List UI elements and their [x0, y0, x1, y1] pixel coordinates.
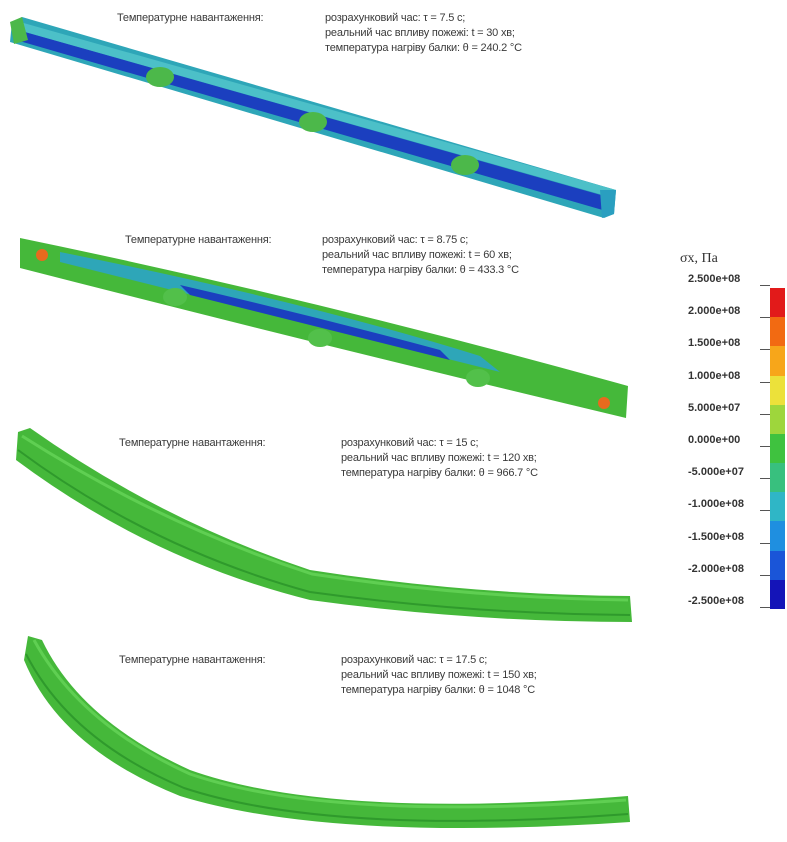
legend-tick-mark: [760, 478, 770, 480]
stage-2-calc-time: розрахунковий час: τ = 8.75 с;: [322, 234, 469, 246]
legend-color-segment: [770, 288, 785, 318]
stage-4-fire-time: реальний час впливу пожежі: t = 150 хв;: [341, 669, 537, 681]
beam-3-top-edge: [21, 434, 629, 602]
stage-3-calc-time: розрахунковий час: τ = 15 с;: [341, 437, 479, 449]
legend-tick-mark: [760, 446, 770, 447]
stage-2-temperature: температура нагріву балки: θ = 433.3 °C: [322, 264, 519, 276]
beam-3-lower-edge: [17, 449, 631, 616]
legend-tick-label: -2.500e+08: [688, 595, 744, 607]
legend-color-segment: [770, 433, 785, 464]
legend-tick-label: 0.000e+00: [688, 434, 741, 446]
legend-tick-label: -1.000e+08: [688, 498, 744, 511]
legend-tick: 1.000e+08: [688, 368, 770, 384]
legend-tick: 1.500e+08: [688, 335, 770, 351]
stage-1-calc-time: розрахунковий час: τ = 7.5 с;: [325, 12, 466, 24]
legend-tick-label: 1.500e+08: [688, 337, 741, 350]
beam-1-top-edge: [18, 22, 616, 197]
stage-1-fire-time: реальний час впливу пожежі: t = 30 хв;: [325, 27, 515, 39]
legend-tick: -2.000e+08: [688, 561, 770, 577]
legend-tick-mark: [760, 349, 770, 351]
legend-color-segment: [770, 550, 785, 580]
legend-tick-label: 2.000e+08: [688, 305, 741, 318]
legend-tick: 2.500e+08: [688, 271, 770, 287]
beam-1-end-plate-right: [600, 190, 616, 218]
legend-color-bar: [770, 288, 785, 609]
beam-2: [20, 238, 628, 418]
legend-tick-mark: [760, 607, 770, 608]
legend-tick: -2.500e+08: [688, 593, 770, 609]
stage-3-prefix: Температурне навантаження:: [119, 437, 266, 449]
beam-2-stiffener: [308, 329, 332, 347]
stage-2-prefix: Температурне навантаження:: [125, 234, 272, 246]
legend-tick-mark: [760, 574, 770, 576]
beam-1: [10, 17, 616, 218]
legend-color-segment: [770, 346, 785, 376]
legend-tick-mark: [760, 317, 770, 319]
stage-2-fire-time: реальний час впливу пожежі: t = 60 хв;: [322, 249, 512, 261]
beam-2-stiffener: [466, 369, 490, 387]
stage-4-prefix: Температурне навантаження:: [119, 654, 266, 666]
beam-4: [24, 636, 630, 829]
stage-1-temperature: температура нагріву балки: θ = 240.2 °C: [325, 42, 522, 54]
legend-title: σx, Па: [680, 251, 718, 266]
legend-tick-mark: [760, 285, 770, 286]
beam-2-hotspot-left: [36, 249, 48, 261]
stage-1-prefix: Температурне навантаження:: [117, 12, 264, 24]
legend-tick: 2.000e+08: [688, 303, 770, 319]
legend-tick-label: -2.000e+08: [688, 562, 744, 575]
legend-tick: 0.000e+00: [688, 432, 770, 448]
legend-color-segment: [770, 375, 785, 405]
legend-color-segment: [770, 317, 785, 347]
legend-tick-mark: [760, 381, 770, 383]
beam-1-end-plate-left: [10, 17, 28, 44]
stage-3-temperature: температура нагріву балки: θ = 966.7 °C: [341, 467, 538, 479]
beam-2-flange-blue: [180, 285, 450, 360]
beam-3: [16, 428, 632, 622]
legend-tick-label: 2.500e+08: [688, 273, 741, 285]
legend-color-segment: [770, 492, 785, 522]
legend-color-segment: [770, 463, 785, 493]
legend-color-segment: [770, 579, 785, 609]
legend-tick-mark: [760, 542, 770, 544]
legend-tick-label: 1.000e+08: [688, 369, 741, 382]
legend-tick-mark: [760, 510, 770, 512]
legend-tick: -1.000e+08: [688, 496, 770, 512]
stage-4-calc-time: розрахунковий час: τ = 17.5 с;: [341, 654, 488, 666]
legend-tick-label: 5.000e+07: [688, 401, 741, 414]
beam-2-hotspot-right: [598, 397, 610, 409]
stage-4-temperature: температура нагріву балки: θ = 1048 °C: [341, 684, 535, 696]
beam-1-stiffener: [451, 155, 479, 175]
legend-tick: 5.000e+07: [688, 400, 770, 416]
legend-tick: -1.500e+08: [688, 529, 770, 545]
beam-2-stiffener: [163, 288, 187, 306]
legend-tick: -5.000e+07: [688, 464, 770, 480]
legend-color-segment: [770, 404, 785, 434]
beam-1-stiffener: [299, 112, 327, 132]
stage-3-fire-time: реальний час впливу пожежі: t = 120 хв;: [341, 452, 537, 464]
legend-color-segment: [770, 521, 785, 551]
beam-4-top-edge: [32, 639, 627, 809]
legend-tick-mark: [760, 413, 770, 415]
beam-1-stiffener: [146, 67, 174, 87]
beam-4-lower-edge: [25, 653, 629, 822]
beam-4-body: [24, 636, 630, 829]
legend-tick-label: -5.000e+07: [688, 466, 744, 479]
legend-tick-label: -1.500e+08: [688, 530, 744, 543]
